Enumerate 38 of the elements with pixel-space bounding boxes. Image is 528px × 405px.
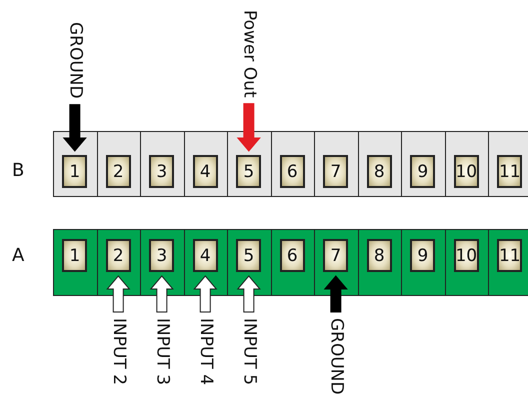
pin-label: INPUT 3 bbox=[153, 318, 170, 386]
pin-label: INPUT 2 bbox=[110, 318, 127, 386]
pin-number: 1 bbox=[62, 239, 88, 272]
arrow bbox=[236, 275, 261, 312]
arrow bbox=[62, 104, 87, 152]
pin-number: 1 bbox=[62, 155, 88, 188]
pin-label: GROUND bbox=[66, 22, 84, 99]
pin-number: 7 bbox=[323, 239, 348, 272]
pin-number: 11 bbox=[497, 239, 522, 272]
pin-number: 11 bbox=[497, 155, 522, 188]
pin-number: 2 bbox=[106, 155, 131, 188]
pin-number: 7 bbox=[323, 155, 348, 188]
row-label: A bbox=[12, 245, 24, 266]
pin-number: 6 bbox=[280, 155, 305, 188]
pin-number: 8 bbox=[366, 239, 392, 272]
pin-number: 5 bbox=[236, 239, 262, 272]
pin-label: Power Out bbox=[240, 10, 258, 98]
pin-number: 3 bbox=[149, 239, 174, 272]
pin-number: 10 bbox=[454, 239, 479, 272]
row-label: B bbox=[12, 160, 24, 181]
pin-number: 9 bbox=[410, 239, 436, 272]
arrow bbox=[193, 275, 218, 312]
pin-number: 8 bbox=[366, 155, 392, 188]
pin-number: 9 bbox=[410, 155, 436, 188]
pin-number: 4 bbox=[192, 155, 218, 188]
pin-number: 5 bbox=[236, 155, 262, 188]
pin-label: INPUT 5 bbox=[240, 318, 258, 386]
arrow bbox=[150, 275, 174, 312]
pin-number: 10 bbox=[454, 155, 479, 188]
pin-number: 3 bbox=[149, 155, 174, 188]
arrow bbox=[324, 275, 348, 312]
arrow bbox=[106, 275, 130, 312]
arrow bbox=[236, 103, 261, 152]
pin-number: 2 bbox=[106, 239, 131, 272]
pin-number: 6 bbox=[280, 239, 305, 272]
pin-number: 4 bbox=[192, 239, 218, 272]
pin-label: INPUT 4 bbox=[196, 318, 214, 386]
pin-label: GROUND bbox=[327, 318, 344, 395]
